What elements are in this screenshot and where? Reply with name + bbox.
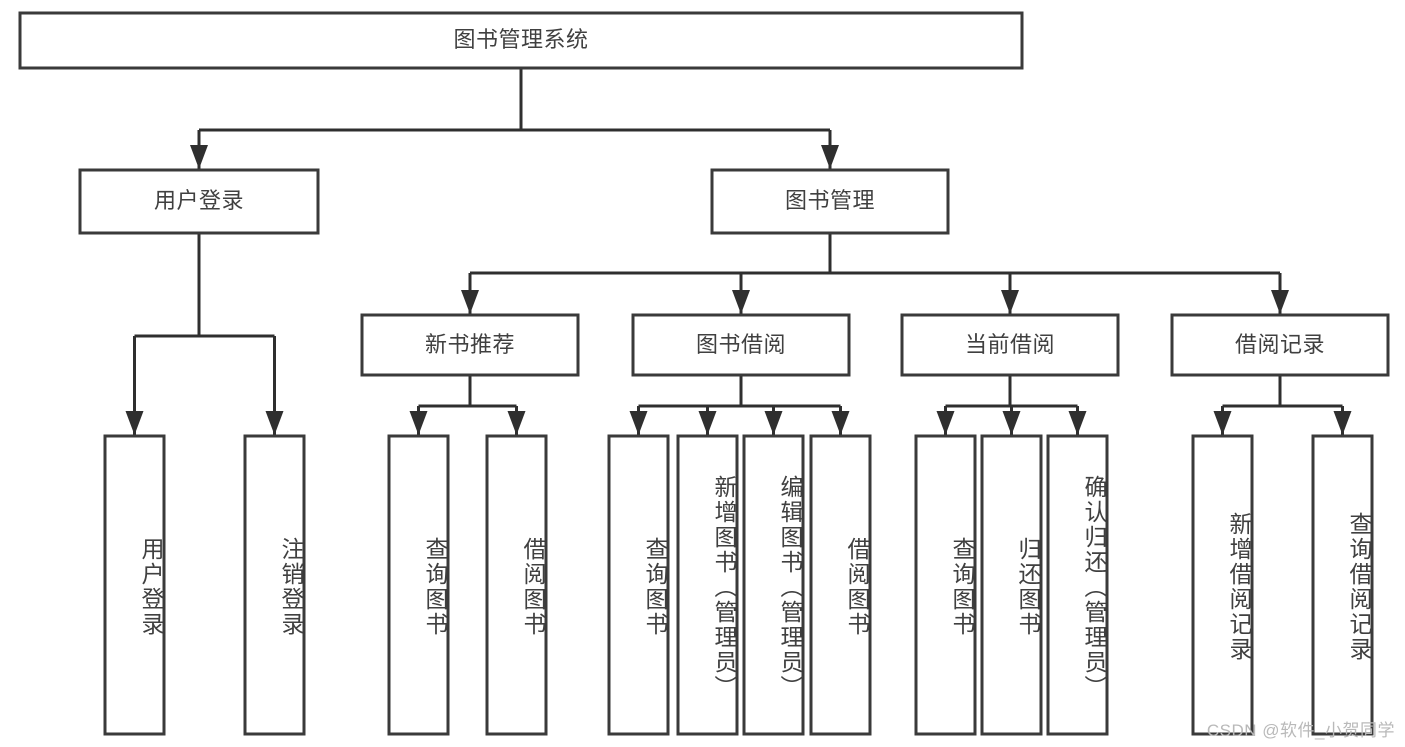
arrow-head-icon bbox=[1213, 411, 1232, 435]
node-box-leaf-cu-confirm bbox=[1046, 434, 1109, 736]
node-box-login bbox=[78, 168, 320, 235]
arrow-head-icon bbox=[698, 411, 717, 435]
watermark: CSDN @软件_小贺同学 bbox=[1206, 721, 1395, 740]
node-leaf-bw-add[interactable] bbox=[676, 434, 739, 736]
node-login[interactable] bbox=[78, 168, 320, 235]
arrow-head-icon bbox=[1271, 290, 1289, 314]
connector-layer bbox=[125, 68, 1352, 435]
arrow-head-icon bbox=[831, 411, 850, 435]
node-box-records bbox=[1170, 313, 1390, 377]
arrow-head-icon bbox=[1333, 411, 1352, 435]
arrow-head-icon bbox=[190, 145, 208, 169]
node-leaf-rc-query[interactable] bbox=[1311, 434, 1374, 736]
node-leaf-nb-query[interactable] bbox=[387, 434, 450, 736]
arrow-head-icon bbox=[764, 411, 783, 435]
node-box-leaf-rc-add bbox=[1191, 434, 1254, 736]
arrow-head-icon bbox=[1002, 411, 1021, 435]
node-leaf-cu-return[interactable] bbox=[980, 434, 1043, 736]
node-box-borrow bbox=[631, 313, 851, 377]
node-box-leaf-nb-borrow bbox=[485, 434, 548, 736]
arrow-head-icon bbox=[507, 411, 526, 435]
node-records[interactable] bbox=[1170, 313, 1390, 377]
arrow-head-icon bbox=[125, 411, 144, 435]
node-leaf-logout[interactable] bbox=[243, 434, 306, 736]
node-leaf-bw-edit[interactable] bbox=[742, 434, 805, 736]
node-box-leaf-bw-edit bbox=[742, 434, 805, 736]
node-layer bbox=[18, 11, 1390, 736]
node-box-leaf-bw-add bbox=[676, 434, 739, 736]
node-box-leaf-cu-return bbox=[980, 434, 1043, 736]
node-box-bookmgmt bbox=[710, 168, 950, 235]
arrow-head-icon bbox=[409, 411, 428, 435]
node-box-leaf-logout bbox=[243, 434, 306, 736]
arrow-head-icon bbox=[265, 411, 284, 435]
arrow-head-icon bbox=[1001, 290, 1019, 314]
node-leaf-bw-borrow[interactable] bbox=[809, 434, 872, 736]
node-bookmgmt[interactable] bbox=[710, 168, 950, 235]
node-box-leaf-login bbox=[103, 434, 166, 736]
node-box-leaf-nb-query bbox=[387, 434, 450, 736]
node-box-current bbox=[900, 313, 1120, 377]
node-leaf-nb-borrow[interactable] bbox=[485, 434, 548, 736]
arrow-head-icon bbox=[461, 290, 479, 314]
node-leaf-cu-query[interactable] bbox=[914, 434, 977, 736]
node-box-newbook bbox=[360, 313, 580, 377]
node-root[interactable] bbox=[18, 11, 1024, 70]
node-leaf-login[interactable] bbox=[103, 434, 166, 736]
node-leaf-cu-confirm[interactable] bbox=[1046, 434, 1109, 736]
arrow-head-icon bbox=[1068, 411, 1087, 435]
node-borrow[interactable] bbox=[631, 313, 851, 377]
node-box-root bbox=[18, 11, 1024, 70]
node-box-leaf-bw-query bbox=[607, 434, 670, 736]
arrow-head-icon bbox=[821, 145, 839, 169]
node-current[interactable] bbox=[900, 313, 1120, 377]
node-leaf-bw-query[interactable] bbox=[607, 434, 670, 736]
node-box-leaf-cu-query bbox=[914, 434, 977, 736]
arrow-head-icon bbox=[936, 411, 955, 435]
node-newbook[interactable] bbox=[360, 313, 580, 377]
node-box-leaf-bw-borrow bbox=[809, 434, 872, 736]
node-box-leaf-rc-query bbox=[1311, 434, 1374, 736]
node-leaf-rc-add[interactable] bbox=[1191, 434, 1254, 736]
arrow-head-icon bbox=[732, 290, 750, 314]
arrow-head-icon bbox=[629, 411, 648, 435]
